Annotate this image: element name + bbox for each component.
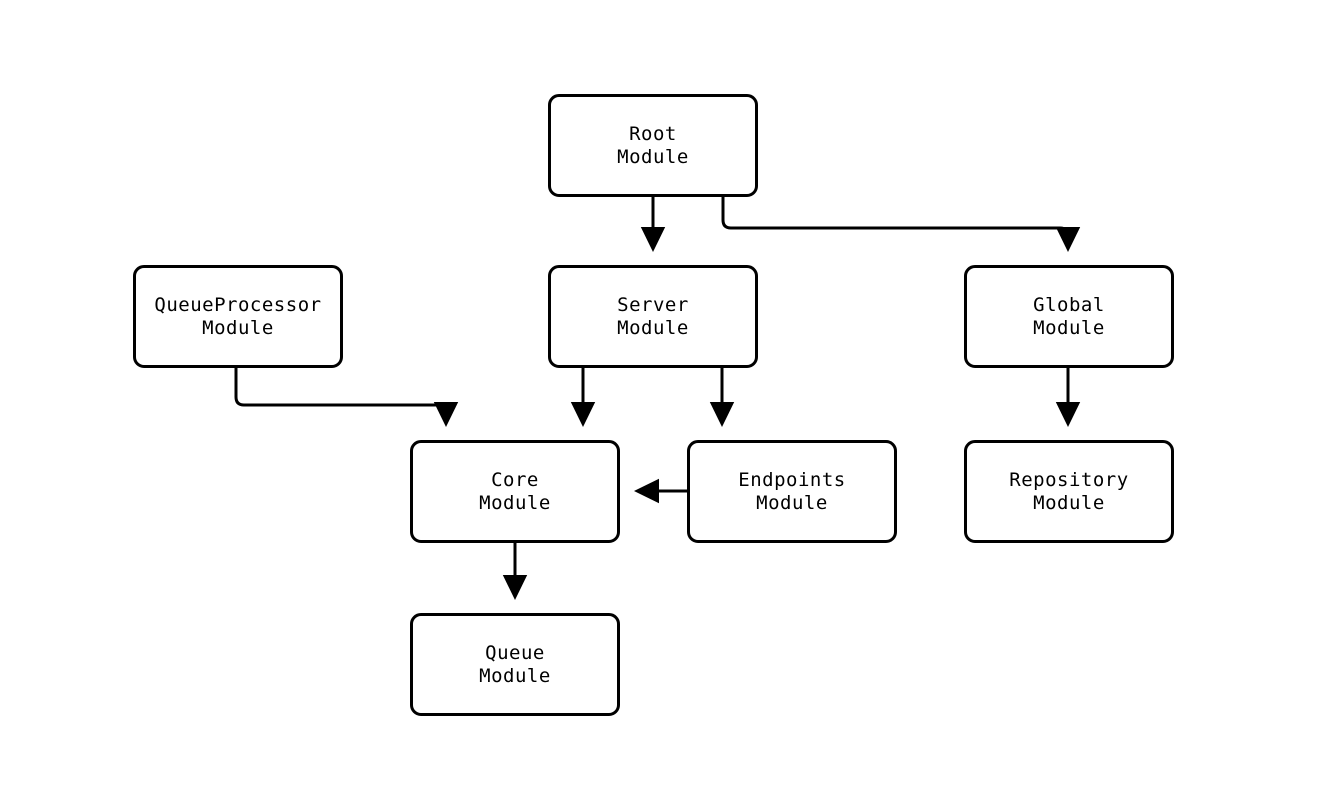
node-label-line2: Module: [479, 664, 551, 687]
node-label-line1: Queue: [485, 641, 545, 664]
node-label-line1: Repository: [1009, 468, 1129, 491]
node-endpoints-module[interactable]: Endpoints Module: [687, 440, 897, 543]
edge-queueprocessor-to-core: [234, 368, 459, 427]
node-label-line2: Module: [756, 491, 828, 514]
node-queue-module[interactable]: Queue Module: [410, 613, 620, 716]
node-label-line2: Module: [617, 316, 689, 339]
node-label-line2: Module: [1033, 316, 1105, 339]
node-repository-module[interactable]: Repository Module: [964, 440, 1174, 543]
edge-root-to-global: [721, 197, 1081, 252]
node-server-module[interactable]: Server Module: [548, 265, 758, 368]
node-label-line1: Root: [629, 122, 677, 145]
node-root-module[interactable]: Root Module: [548, 94, 758, 197]
node-core-module[interactable]: Core Module: [410, 440, 620, 543]
node-label-line2: Module: [202, 316, 274, 339]
node-label-line1: QueueProcessor: [154, 293, 322, 316]
node-label-line2: Module: [617, 145, 689, 168]
node-label-line2: Module: [479, 491, 551, 514]
node-label-line2: Module: [1033, 491, 1105, 514]
node-label-line1: Core: [491, 468, 539, 491]
node-label-line1: Server: [617, 293, 689, 316]
node-label-line1: Endpoints: [738, 468, 846, 491]
node-queueprocessor-module[interactable]: QueueProcessor Module: [133, 265, 343, 368]
node-label-line1: Global: [1033, 293, 1105, 316]
node-global-module[interactable]: Global Module: [964, 265, 1174, 368]
